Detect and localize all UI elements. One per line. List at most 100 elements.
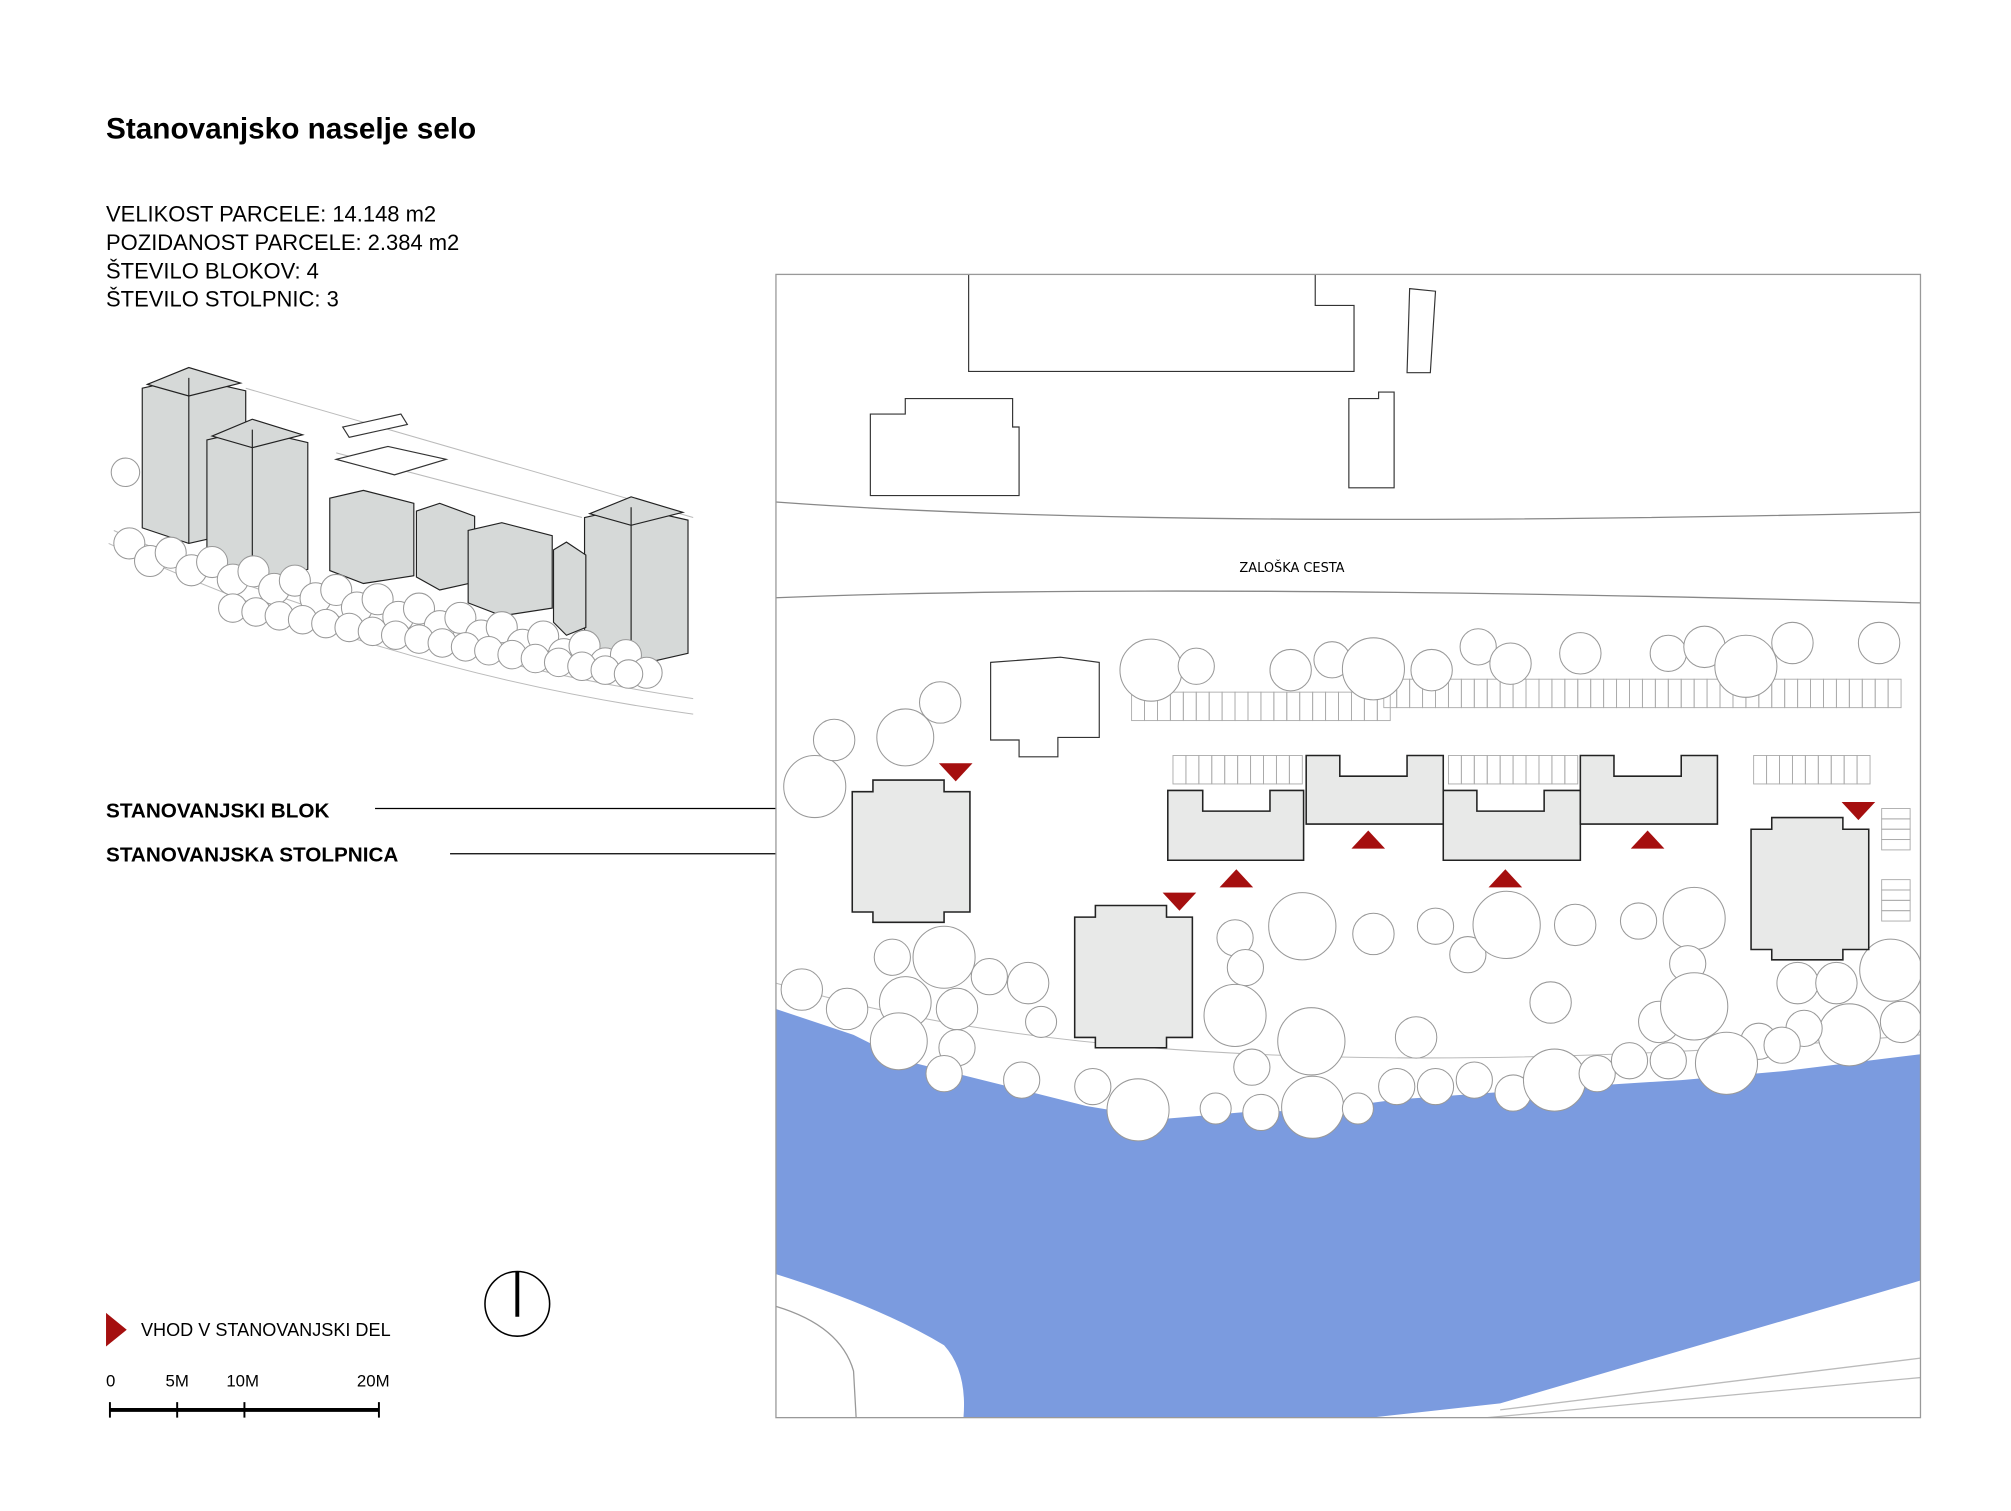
parking-stall xyxy=(1887,678,1902,709)
tree-icon xyxy=(1025,1005,1058,1038)
tree-icon xyxy=(912,925,976,989)
tree-icon xyxy=(1341,1092,1374,1125)
page-title: Stanovanjsko naselje selo xyxy=(106,113,476,146)
tree-icon xyxy=(1879,1000,1921,1044)
entrance-marker xyxy=(1630,830,1665,849)
block-2 xyxy=(1305,754,1445,825)
site-map: ZALOŠKA CESTA xyxy=(775,273,1922,1419)
tree-icon xyxy=(1006,961,1050,1005)
tree-icon xyxy=(613,659,644,689)
tower-1 xyxy=(851,779,971,924)
stat-built-area: POZIDANOST PARCELE: 2.384 m2 xyxy=(106,230,459,255)
tower-3 xyxy=(1750,816,1870,961)
tree-icon xyxy=(1242,1093,1280,1132)
tree-icon xyxy=(1378,1067,1416,1106)
tree-icon xyxy=(1553,903,1597,947)
tree-icon xyxy=(154,536,187,569)
tree-icon xyxy=(1416,907,1455,945)
tree-icon xyxy=(1003,1061,1041,1099)
entrance-legend-icon xyxy=(106,1312,127,1347)
river xyxy=(775,1008,1921,1418)
tree-icon xyxy=(1610,1042,1649,1080)
tree-icon xyxy=(1815,961,1858,1005)
scale-tick-label: 0 xyxy=(106,1372,115,1391)
tree-icon xyxy=(825,987,869,1031)
tree-icon xyxy=(1489,642,1532,685)
tree-icon xyxy=(970,958,1008,996)
tree-icon xyxy=(1177,647,1215,685)
tree-icon xyxy=(1771,621,1814,665)
scale-tick-label: 5M xyxy=(166,1372,189,1391)
entrance-marker xyxy=(1351,830,1386,849)
iso-roof xyxy=(587,496,686,526)
tree-icon xyxy=(1578,1055,1616,1093)
scale-tick-label: 20M xyxy=(357,1372,390,1391)
tree-icon xyxy=(1416,1067,1455,1106)
iso-roof xyxy=(210,418,305,449)
tree-icon xyxy=(1529,981,1572,1024)
tree-icon xyxy=(1106,1078,1170,1142)
tree-icon xyxy=(402,592,436,625)
tree-icon xyxy=(1119,638,1183,702)
tree-icon xyxy=(361,583,394,616)
tree-icon xyxy=(1269,648,1312,692)
tree-icon xyxy=(935,987,979,1031)
entrance-marker xyxy=(938,763,973,782)
entrance-marker xyxy=(1488,869,1523,888)
iso-block xyxy=(415,502,476,591)
legend: VHOD V STANOVANJSKI DEL 0 5M 10M 20M xyxy=(106,1270,551,1418)
tree-icon xyxy=(1857,621,1901,665)
parking-stall xyxy=(1856,755,1871,785)
site-stats: VELIKOST PARCELE: 14.148 m2 POZIDANOST P… xyxy=(106,201,459,311)
tree-icon xyxy=(1199,1092,1232,1125)
tree-icon xyxy=(1714,634,1778,698)
tree-icon xyxy=(1277,1007,1346,1076)
tree-icon xyxy=(869,1012,928,1071)
tree-icon xyxy=(1649,634,1687,672)
tree-icon xyxy=(1472,890,1541,960)
tree-icon xyxy=(1649,1042,1687,1080)
tree-icon xyxy=(876,708,935,767)
tree-icon xyxy=(1859,938,1921,1002)
road-label: ZALOŠKA CESTA xyxy=(1239,560,1344,576)
road xyxy=(775,501,1921,604)
label-residential-tower: STANOVANJSKA STOLPNICA xyxy=(106,844,398,867)
stat-tower-count: ŠTEVILO STOLPNIC: 3 xyxy=(106,287,339,312)
block-1 xyxy=(1167,789,1305,862)
parking-stall xyxy=(1288,755,1303,785)
tree-icon xyxy=(1449,936,1487,974)
tree-icon xyxy=(1281,1075,1345,1139)
isometric-view xyxy=(108,366,694,715)
tree-icon xyxy=(873,938,911,976)
tree-icon xyxy=(1459,628,1497,666)
tree-icon xyxy=(1776,961,1819,1005)
entrance-marker xyxy=(1219,869,1254,888)
tree-icon xyxy=(110,457,141,488)
iso-block xyxy=(552,541,587,636)
parking-stall xyxy=(1881,910,1911,922)
stat-plot-size: VELIKOST PARCELE: 14.148 m2 xyxy=(106,201,436,226)
iso-block xyxy=(329,489,415,585)
entrance-marker xyxy=(1841,802,1876,821)
tree-icon xyxy=(1559,632,1602,675)
tree-icon xyxy=(1763,1026,1801,1064)
iso-block xyxy=(467,522,553,617)
tree-icon xyxy=(1660,972,1729,1041)
entrance-markers xyxy=(938,763,1876,911)
tree-icon xyxy=(1455,1061,1493,1099)
tree-icon xyxy=(1352,912,1395,956)
tree-icon xyxy=(1817,1003,1881,1067)
parking-stall xyxy=(1881,839,1911,851)
tree-icon xyxy=(113,527,146,560)
entrance-legend-label: VHOD V STANOVANJSKI DEL xyxy=(141,1320,391,1340)
tree-icon xyxy=(278,564,311,597)
tree-icon xyxy=(1522,1048,1587,1112)
tree-icon xyxy=(237,555,270,588)
tree-icon xyxy=(925,1055,963,1093)
tower-2 xyxy=(1073,904,1194,1049)
tree-icon xyxy=(918,681,962,724)
tree-icon xyxy=(196,545,229,579)
entrance-marker xyxy=(1162,892,1197,911)
stat-block-count: ŠTEVILO BLOKOV: 4 xyxy=(106,258,319,283)
